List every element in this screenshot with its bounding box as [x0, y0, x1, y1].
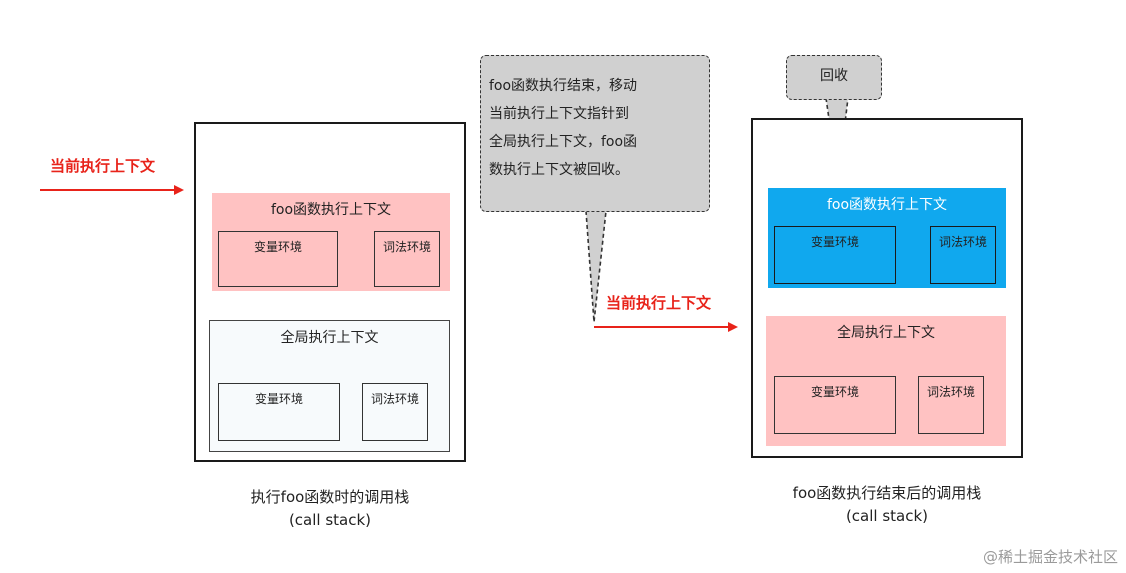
watermark: @稀土掘金技术社区: [982, 548, 1118, 566]
left-foo-execution-context: foo函数执行上下文 变量环境 词法环境: [212, 193, 450, 291]
callout-pointer: [585, 210, 607, 323]
callout-line-1: foo函数执行结束，移动: [489, 78, 638, 94]
left-global-variable-environment: 变量环境: [218, 383, 340, 441]
left-foo-context-title: foo函数执行上下文: [270, 202, 392, 218]
left-foo-variable-environment: 变量环境: [218, 231, 338, 287]
right-global-variable-environment: 变量环境: [774, 376, 896, 434]
explanation-callout: foo函数执行结束，移动 当前执行上下文指针到 全局执行上下文，foo函 数执行…: [480, 55, 710, 212]
callout-line-4: 数执行上下文被回收。: [489, 162, 629, 178]
left-foo-variable-env-label: 变量环境: [253, 240, 302, 254]
left-global-execution-context: 全局执行上下文 变量环境 词法环境: [209, 320, 450, 452]
left-caption-title: 执行foo函数时的调用栈: [250, 488, 410, 506]
left-call-stack: foo函数执行上下文 变量环境 词法环境 全局执行上下文 变量环境 词法环境: [194, 122, 466, 462]
right-foo-context-title: foo函数执行上下文: [826, 197, 948, 213]
left-foo-lexical-environment: 词法环境: [374, 231, 440, 287]
right-global-execution-context: 全局执行上下文 变量环境 词法环境: [766, 316, 1006, 446]
callout-line-3: 全局执行上下文，foo函: [489, 134, 638, 150]
right-current-context-label: 当前执行上下文: [606, 294, 712, 312]
right-global-context-title: 全局执行上下文: [837, 325, 935, 341]
right-caption-title: foo函数执行结束后的调用栈: [792, 484, 982, 502]
right-foo-lexical-environment: 词法环境: [930, 226, 996, 284]
left-global-lexical-environment: 词法环境: [362, 383, 428, 441]
left-global-context-title: 全局执行上下文: [280, 330, 379, 346]
left-foo-lexical-env-label: 词法环境: [382, 240, 431, 254]
right-call-stack: foo函数执行上下文 变量环境 词法环境 全局执行上下文 变量环境 词法环境: [751, 118, 1023, 458]
recycle-callout: 回收: [786, 55, 882, 100]
left-global-variable-env-label: 变量环境: [254, 392, 303, 406]
right-foo-variable-environment: 变量环境: [774, 226, 896, 284]
left-global-lexical-env-label: 词法环境: [370, 392, 419, 406]
callout-line-2: 当前执行上下文指针到: [489, 106, 629, 122]
right-foo-variable-env-label: 变量环境: [810, 235, 859, 249]
right-global-lexical-environment: 词法环境: [918, 376, 984, 434]
right-global-lexical-env-label: 词法环境: [926, 385, 975, 399]
left-current-context-label: 当前执行上下文: [50, 157, 156, 175]
left-caption-subtitle: (call stack): [288, 511, 372, 529]
right-caption-subtitle: (call stack): [845, 507, 929, 525]
right-foo-lexical-env-label: 词法环境: [938, 235, 987, 249]
right-global-variable-env-label: 变量环境: [810, 385, 859, 399]
right-foo-execution-context: foo函数执行上下文 变量环境 词法环境: [768, 188, 1006, 288]
recycle-callout-label: 回收: [820, 68, 848, 84]
